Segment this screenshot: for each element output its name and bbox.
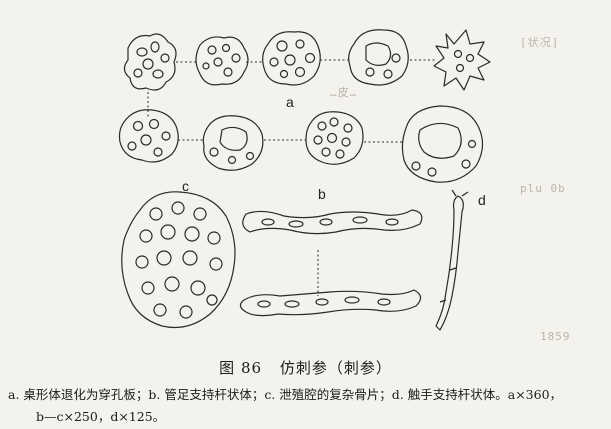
supporting-plate-b1	[305, 111, 364, 165]
perforated-plate-a3	[262, 31, 321, 86]
bleed-text: plu 0b	[520, 182, 566, 195]
caption-line-1: a. 桌形体退化为穿孔板；b. 管足支持杆状体；c. 泄殖腔的复杂骨片；d. 触…	[8, 387, 563, 402]
figure-title: 仿刺参（刺参）	[279, 359, 392, 377]
panel-label-a: a	[286, 94, 294, 110]
caption-line-2: b—c×250，d×125。	[36, 409, 166, 424]
figure-caption-text: a. 桌形体退化为穿孔板；b. 管足支持杆状体；c. 泄殖腔的复杂骨片；d. 触…	[8, 384, 606, 428]
figure-number: 图 86	[219, 359, 263, 377]
figure-caption-title: 图 86 仿刺参（刺参）	[0, 357, 611, 378]
perforated-plate-a7	[202, 115, 264, 171]
cloacal-ossicle-c	[121, 191, 236, 329]
perforated-plate-a5	[433, 29, 491, 91]
supporting-plate-b2	[401, 105, 484, 183]
panel-label-c: c	[182, 178, 189, 194]
panel-label-d: d	[478, 192, 486, 208]
bleed-text: …皮…	[330, 86, 358, 99]
bleed-text: [状况]	[520, 36, 560, 49]
supporting-rod-b3	[242, 209, 423, 235]
perforated-plate-a1	[123, 33, 177, 91]
supporting-rod-b4	[239, 289, 422, 317]
tentacle-rod-d	[435, 189, 469, 331]
bleed-text: 1859	[540, 330, 571, 343]
perforated-plate-a6	[118, 109, 179, 163]
perforated-plate-a2	[195, 36, 249, 86]
panel-label-b: b	[318, 186, 326, 202]
perforated-plate-a4	[348, 29, 409, 86]
